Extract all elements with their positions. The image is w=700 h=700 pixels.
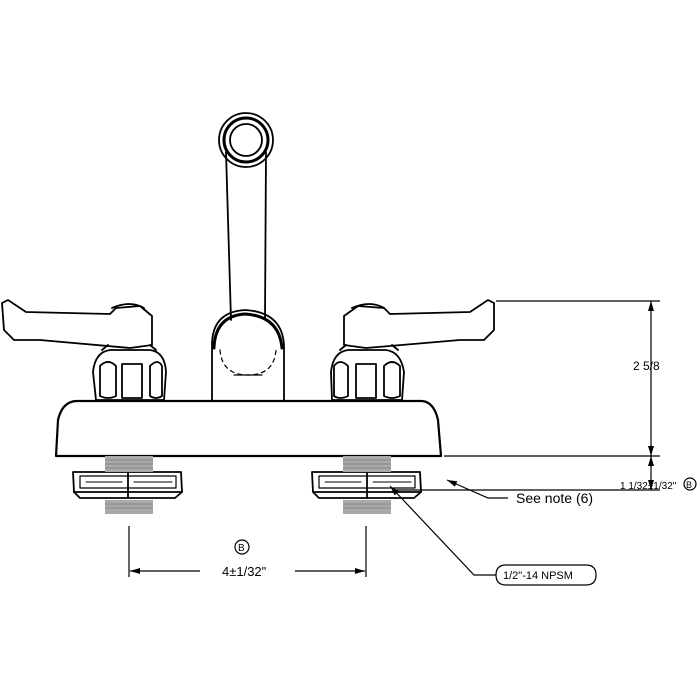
shank-marker-label: B <box>686 480 692 490</box>
leader-see-note <box>446 479 508 499</box>
right-handle <box>330 299 495 401</box>
base-plate <box>54 399 443 458</box>
spacing-marker-label: B <box>238 543 245 554</box>
spacing-dimension-label: 4±1/32" <box>222 564 267 579</box>
leader-thread-spec <box>389 485 496 576</box>
thread-spec-bubble <box>495 564 597 586</box>
thread-spec-label: 1/2"-14 NPSM <box>503 570 573 582</box>
spout <box>211 112 285 401</box>
see-note-label: See note (6) <box>516 490 593 506</box>
left-mounting-nut <box>72 471 183 499</box>
height-dimension-label: 2 5/8 <box>633 359 660 373</box>
left-threaded-shank <box>105 456 153 514</box>
left-handle <box>1 299 167 401</box>
marker-b-shank-circle <box>683 477 697 491</box>
shank-dimension-label: 1 1/32±1/32" <box>620 481 677 492</box>
marker-b-spacing-circle <box>234 539 250 555</box>
right-mounting-nut <box>311 471 422 499</box>
